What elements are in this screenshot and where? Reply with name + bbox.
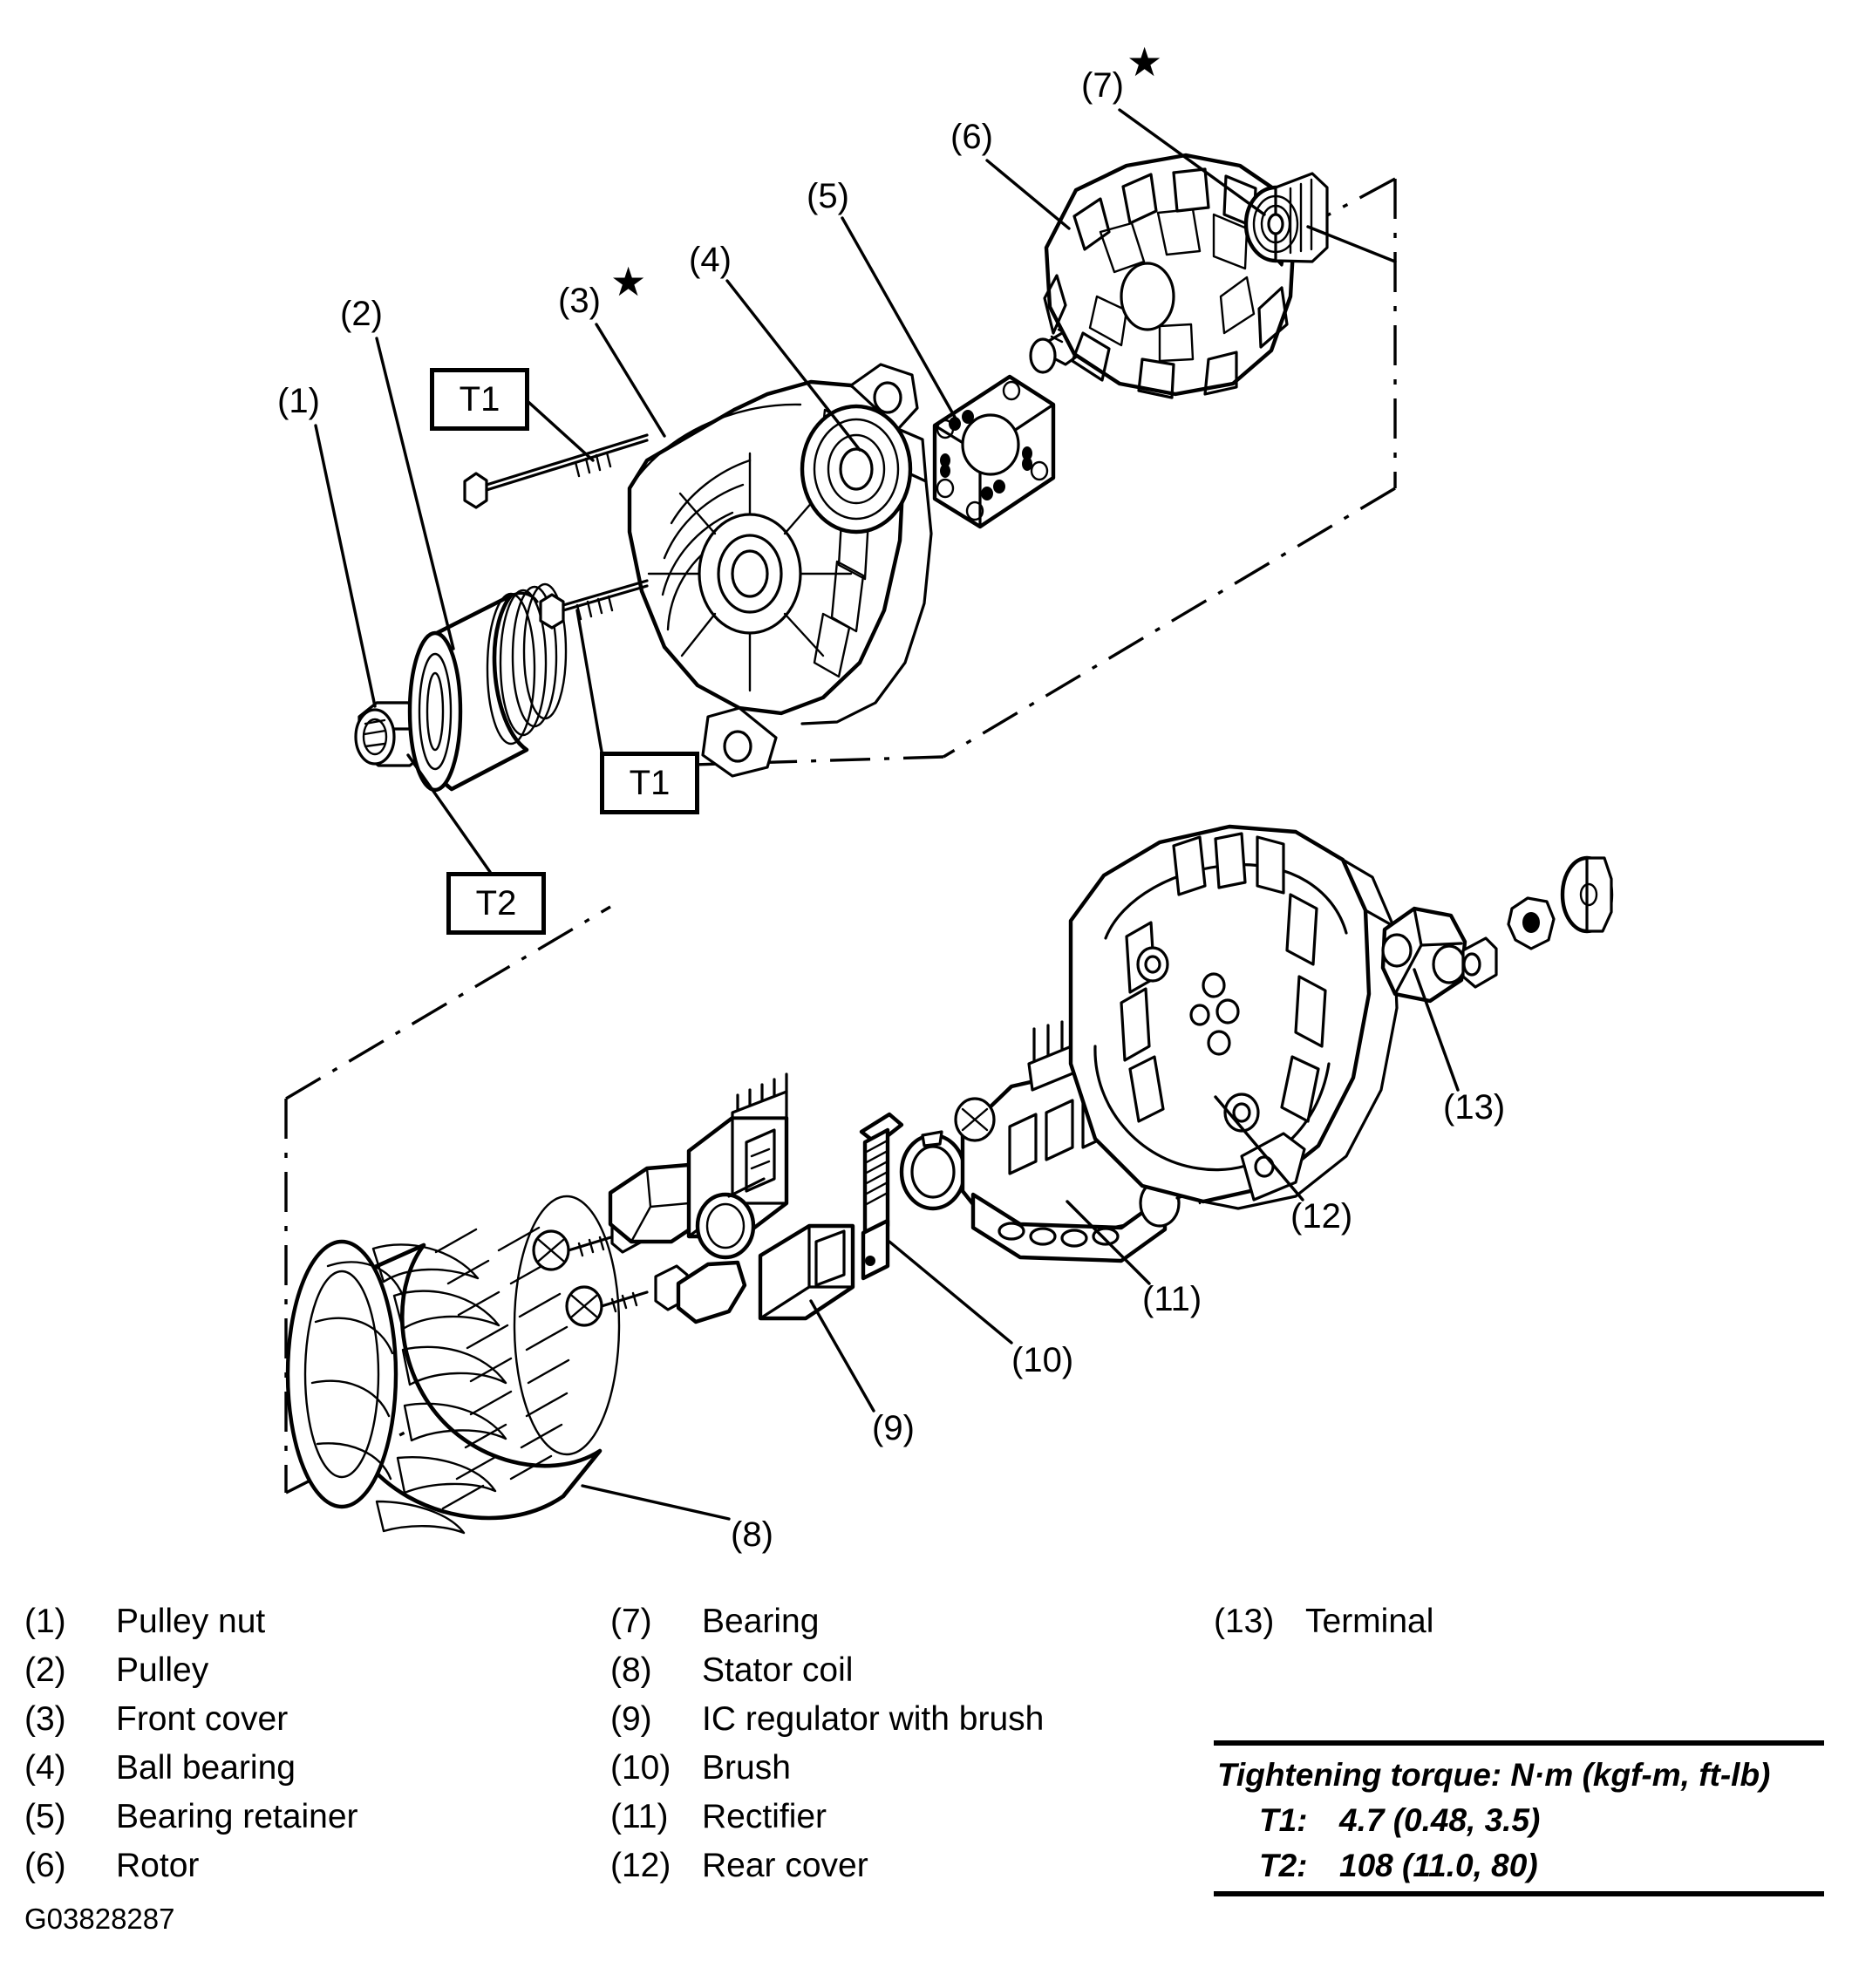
leader-lines <box>314 108 1460 1521</box>
legend-item: (1) Pulley nut <box>24 1603 582 1651</box>
callout-2: (2) <box>340 295 383 333</box>
part-pulley <box>407 582 568 793</box>
part-rear-bearing <box>1243 172 1329 263</box>
legend-label: Rear cover <box>702 1847 868 1884</box>
torque-row-t2: T2: 108 (11.0, 80) <box>1214 1842 1824 1888</box>
torque-row-t1: T1: 4.7 (0.48, 3.5) <box>1214 1797 1824 1842</box>
torque-value: 4.7 (0.48, 3.5) <box>1339 1802 1541 1838</box>
legend-label: Ball bearing <box>116 1749 296 1787</box>
legend-number: (3) <box>24 1700 66 1738</box>
legend-label: Terminal <box>1305 1603 1434 1640</box>
legend-label: Brush <box>702 1749 791 1787</box>
torque-key: T2: <box>1259 1848 1308 1883</box>
callout-3: (3) <box>558 282 601 320</box>
callout-7: (7) <box>1081 66 1124 105</box>
torque-box-t1-upper: T1 <box>430 368 529 431</box>
part-rotor <box>1029 153 1297 399</box>
legend-label: Stator coil <box>702 1651 854 1689</box>
callout-1: (1) <box>277 382 320 420</box>
legend-item: (2) Pulley <box>24 1651 582 1700</box>
legend-label: IC regulator with brush <box>702 1700 1045 1738</box>
star-icon-front-cover: ★ <box>610 259 647 304</box>
legend-item: (3) Front cover <box>24 1700 582 1749</box>
part-terminal <box>1380 906 1498 1004</box>
legend-item: (4) Ball bearing <box>24 1749 582 1798</box>
legend-item: (11) Rectifier <box>610 1798 1186 1847</box>
torque-box-t2: T2 <box>446 872 546 935</box>
torque-value: 108 (11.0, 80) <box>1339 1848 1538 1883</box>
callout-13: (13) <box>1443 1088 1506 1127</box>
part-through-bolt-upper <box>463 433 649 509</box>
legend-item: (9) IC regulator with brush <box>610 1700 1186 1749</box>
legend-label: Front cover <box>116 1700 289 1738</box>
part-bearing-retainer <box>932 374 1056 529</box>
legend-item: (7) Bearing <box>610 1603 1186 1651</box>
part-ic-regulator <box>686 1072 855 1321</box>
callout-8: (8) <box>731 1515 773 1554</box>
callout-5: (5) <box>807 177 849 215</box>
legend-column-2: (7) Bearing (8) Stator coil (9) IC regul… <box>610 1603 1186 1896</box>
legend-number: (13) <box>1214 1603 1275 1640</box>
part-brush <box>859 1112 904 1281</box>
legend-label: Pulley <box>116 1651 209 1689</box>
callout-10: (10) <box>1011 1341 1074 1379</box>
part-terminal-nut <box>1507 896 1556 950</box>
callout-4: (4) <box>689 241 732 279</box>
legend-number: (4) <box>24 1749 66 1787</box>
torque-box-t1-lower: T1 <box>600 752 699 814</box>
legend-item: (6) Rotor <box>24 1847 582 1896</box>
legend-label: Bearing <box>702 1603 820 1640</box>
part-terminal-cap <box>1560 855 1614 934</box>
legend-number: (1) <box>24 1603 66 1640</box>
table-bottom-rule <box>1214 1891 1824 1896</box>
part-snap-ring <box>899 1130 967 1211</box>
callout-11: (11) <box>1142 1280 1202 1318</box>
legend-item: (10) Brush <box>610 1749 1186 1798</box>
legend-number: (2) <box>24 1651 66 1689</box>
table-top-rule <box>1214 1740 1824 1746</box>
legend-label: Rectifier <box>702 1798 827 1835</box>
parts-legend: (1) Pulley nut (2) Pulley (3) Front cove… <box>0 1603 1852 1884</box>
section-frame-lower <box>284 905 611 1494</box>
legend-number: (5) <box>24 1798 66 1835</box>
legend-item: (8) Stator coil <box>610 1651 1186 1700</box>
legend-column-3: (13) Terminal <box>1214 1603 1824 1651</box>
legend-number: (8) <box>610 1651 652 1689</box>
legend-item: (5) Bearing retainer <box>24 1798 582 1847</box>
torque-table-heading: Tightening torque: N·m (kgf-m, ft-lb) <box>1217 1757 1771 1793</box>
legend-item: (12) Rear cover <box>610 1847 1186 1896</box>
legend-label: Rotor <box>116 1847 200 1884</box>
callout-12: (12) <box>1290 1197 1353 1236</box>
callout-6: (6) <box>950 118 993 156</box>
legend-number: (9) <box>610 1700 652 1738</box>
legend-number: (11) <box>610 1798 669 1835</box>
legend-label: Bearing retainer <box>116 1798 358 1835</box>
tightening-torque-table: Tightening torque: N·m (kgf-m, ft-lb) T1… <box>1214 1740 1824 1896</box>
legend-item: (13) Terminal <box>1214 1603 1824 1651</box>
callout-9: (9) <box>872 1409 915 1447</box>
star-icon-rear-bearing: ★ <box>1127 39 1163 85</box>
legend-number: (7) <box>610 1603 652 1640</box>
legend-label: Pulley nut <box>116 1603 266 1640</box>
part-through-bolt-lower <box>539 579 649 630</box>
legend-column-1: (1) Pulley nut (2) Pulley (3) Front cove… <box>24 1603 582 1896</box>
legend-number: (12) <box>610 1847 671 1884</box>
legend-number: (6) <box>24 1847 66 1884</box>
legend-number: (10) <box>610 1749 671 1787</box>
part-stator-coil <box>285 1195 621 1535</box>
torque-key: T1: <box>1259 1802 1308 1838</box>
figure-id-code: G03828287 <box>24 1903 175 1935</box>
part-rear-cover <box>1068 824 1399 1210</box>
part-ball-bearing <box>800 404 913 534</box>
